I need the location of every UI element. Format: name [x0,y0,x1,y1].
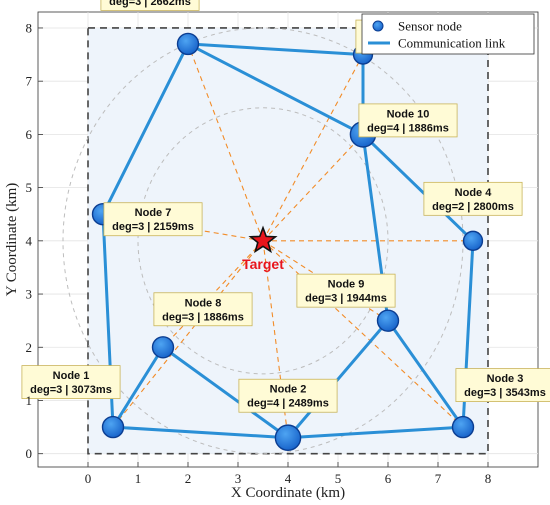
y-tick-label: 4 [26,233,33,248]
node-label-box [358,103,458,138]
node-info-text: deg=3 | 1944ms [305,293,387,305]
communication-link [161,345,290,440]
legend-entry-label: Sensor node [398,19,462,34]
node-label-box [153,292,253,327]
sensor-node [176,32,200,56]
range-circle [137,107,389,375]
communication-link [186,42,365,57]
node-info-text: deg=4 | 2489ms [247,398,329,410]
sensor-node [451,415,475,439]
node-labels: Node 1 deg=3 | 3073ms Node 2 deg=4 | 2489ms… [21,0,550,413]
y-tick-label: 6 [26,127,33,142]
node-label-7: Node 7 deg=3 | 2159ms [103,202,203,237]
node-name-text: Node 2 [270,384,307,396]
communication-link [111,425,290,440]
y-tick-label: 7 [26,74,33,89]
node-info-text: deg=2 | 2800ms [432,201,514,213]
node-label-6: Node 6deg=3 | 2662ms [100,0,200,11]
target-star [248,225,278,254]
y-tick-label: 5 [26,180,33,195]
x-axis-title: X Coordinate (km) [231,485,345,501]
communication-link [386,319,465,429]
x-tick-label: 4 [285,471,292,486]
node-label-1: Node 1 deg=3 | 3073ms [21,365,121,399]
node-label-8: Node 8 deg=3 | 1886ms [153,292,253,327]
node-label-4: Node 4 deg=2 | 2800ms [423,181,523,216]
target-link [262,134,364,242]
node-label-2: Node 2 deg=4 | 2489ms [238,378,338,413]
node-info-text: deg=4 | 1886ms [367,122,449,134]
x-tick-label: 3 [235,471,242,486]
x-tick-label: 0 [85,471,92,486]
x-tick-label: 2 [185,471,192,486]
communication-link [361,132,475,243]
node-name-text: Node 10 [387,108,430,120]
communication-link [286,425,465,440]
legend-box [361,13,535,55]
y-tick-label: 0 [26,446,33,461]
communication-link [286,319,390,440]
node-label-10: Node 10 deg=4 | 1886ms [358,103,458,138]
node-label-box [423,181,523,216]
node-info-text: deg=3 | 2159ms [112,221,194,233]
node-name-text: Node 4 [455,187,493,199]
y-tick-label: 2 [26,340,33,355]
node-label-box [103,202,203,237]
node-label-box [100,0,200,11]
sensor-node [462,230,484,251]
axis-ticks: 0 1 2 3 4 5 6 7 8 0 1 2 3 4 5 6 7 8 [26,20,492,486]
sensor-node [101,415,125,439]
y-tick-label: 3 [26,287,33,302]
sensor-node [274,424,302,452]
target-link [112,240,264,428]
sensor-node [151,336,175,359]
communication-link [101,42,190,216]
sensor-node [376,309,400,332]
communication-link [111,345,165,429]
target-link [187,43,264,242]
node-info-text: deg=3 | 3073ms [30,384,112,396]
node-label-box [21,365,121,399]
x-tick-label: 6 [385,471,392,486]
node-label-9: Node 9 deg=3 | 1944ms [296,273,396,308]
node-info-text: deg=3 | 1886ms [162,311,244,323]
communication-link [186,42,365,136]
target-label: Target [242,256,284,272]
node-label-box [238,378,338,413]
node-name-text: Node 3 [487,373,524,385]
target-link [262,240,464,428]
node-name-text: Node 8 [185,297,222,309]
legend-node-marker [372,20,384,32]
x-tick-label: 8 [485,471,492,486]
y-tick-label: 8 [26,20,33,35]
node-label-box [455,368,550,402]
target-marker-group: Target [242,225,284,272]
node-name-text: Node 1 [53,370,90,382]
node-info-text: deg=3 | 3543ms [464,387,546,399]
node-name-text: Node 7 [135,207,172,219]
legend-entry-label: Communication link [398,36,506,51]
node-label-box [296,273,396,308]
node-info-text: deg=3 | 2662ms [109,0,191,8]
x-tick-label: 5 [335,471,342,486]
node-label-3: Node 3 deg=3 | 3543ms [455,368,550,402]
y-axis-title: Y Coordinate (km) [4,183,20,297]
x-tick-label: 1 [135,471,142,486]
node-name-text: Node 9 [328,279,365,291]
y-tick-label: 1 [26,393,33,408]
x-tick-label: 7 [435,471,442,486]
